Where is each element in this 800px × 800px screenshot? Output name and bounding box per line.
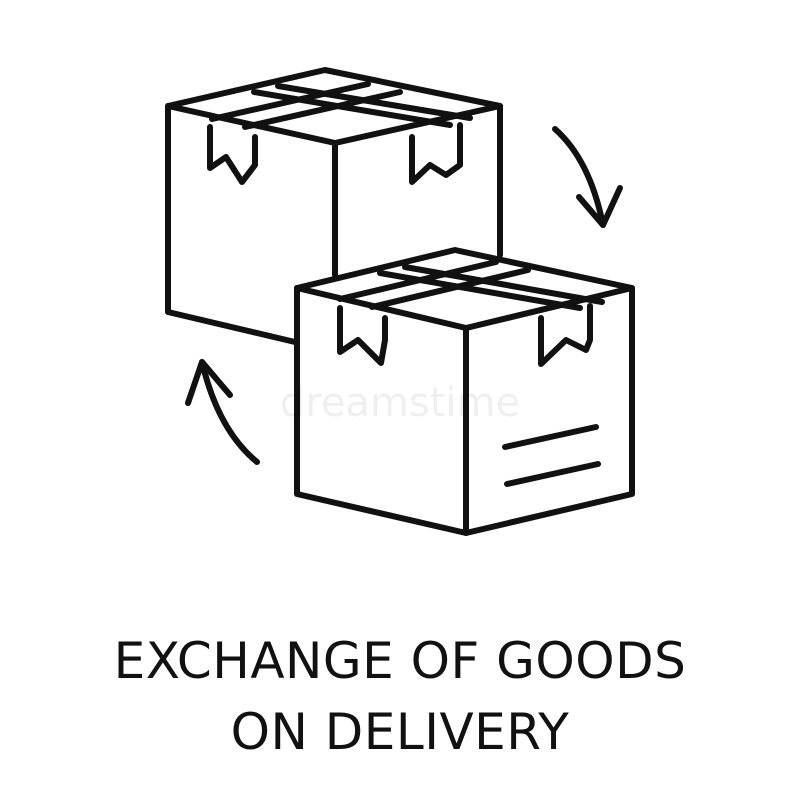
caption-line-1: EXCHANGE OF GOODS — [113, 632, 687, 690]
back-box-icon — [165, 67, 503, 345]
front-box-icon — [294, 247, 635, 536]
curved-arrow-down-icon — [552, 126, 623, 228]
curved-arrow-up-icon — [185, 359, 260, 465]
caption-line-2: ON DELIVERY — [230, 703, 570, 761]
